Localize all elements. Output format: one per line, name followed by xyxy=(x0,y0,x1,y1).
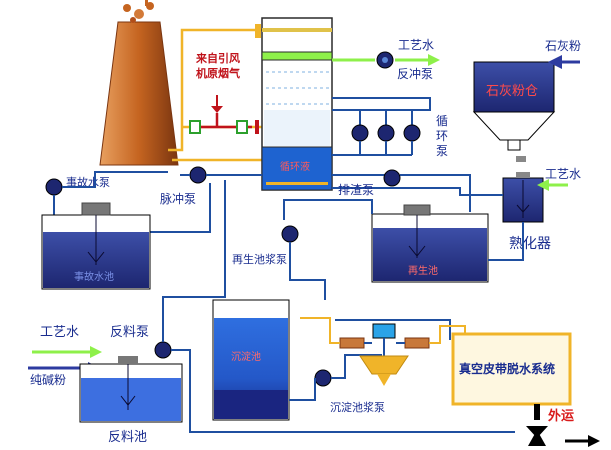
slaker xyxy=(502,172,544,223)
flue-gas-pipe xyxy=(168,28,262,162)
pulse-line xyxy=(150,174,262,233)
circulating-pump-suction xyxy=(332,141,413,156)
process-water-right-arrow xyxy=(537,179,568,191)
sediment-line xyxy=(289,354,382,401)
pulse-pump xyxy=(189,166,207,184)
vacuum-belt-system xyxy=(451,332,572,406)
lime-powder-label: 石灰粉 xyxy=(545,39,581,53)
emergency-pump-label: 事故水泵 xyxy=(66,175,110,189)
vacuum-belt-label: 真空皮带脱水系统 xyxy=(459,361,555,376)
export-label: 外运 xyxy=(547,408,574,424)
sediment-pump xyxy=(314,369,332,387)
emergency-tank-label: 事故水池 xyxy=(74,270,114,283)
circulating-pump-label-1: 循 xyxy=(436,114,448,128)
flue-gas-inlet xyxy=(189,95,259,134)
regen-tank xyxy=(371,204,489,283)
circulating-pump-label-3: 泵 xyxy=(436,144,448,158)
process-water-left-label: 工艺水 xyxy=(40,325,79,340)
slag-line xyxy=(332,174,503,212)
flue-gas-label-line2: 机原烟气 xyxy=(196,66,240,80)
emergency-pump xyxy=(45,178,63,196)
sedimentation-tank-label: 沉淀池 xyxy=(231,350,261,363)
return-pump xyxy=(154,341,172,359)
emergency-line xyxy=(53,171,168,215)
circulating-pumps xyxy=(332,97,431,125)
hydrocyclone xyxy=(339,323,430,386)
regen-pump-label: 再生池浆泵 xyxy=(232,252,287,266)
lime-powder-arrow xyxy=(548,55,580,69)
pulse-pump-label: 脉冲泵 xyxy=(160,191,196,206)
circulating-pump-3 xyxy=(403,124,421,142)
slaker-label: 熟化器 xyxy=(509,236,551,252)
backwash-pump-label: 反冲泵 xyxy=(397,66,433,81)
return-tank xyxy=(79,356,183,423)
backwash-pump xyxy=(376,51,394,69)
flue-gas-label-line1: 来自引风 xyxy=(195,51,240,65)
chimney xyxy=(99,0,179,166)
cyclone-lines xyxy=(335,319,451,344)
return-line xyxy=(162,180,515,433)
soda-ash-label: 纯碱粉 xyxy=(30,373,66,387)
lime-silo xyxy=(472,61,556,162)
regen-overflow xyxy=(283,199,524,261)
circulating-pump-2 xyxy=(377,124,395,142)
process-water-line-top xyxy=(332,54,440,66)
return-pump-label: 反料泵 xyxy=(110,325,149,340)
filtrate-return-line xyxy=(300,317,466,344)
export-marker xyxy=(526,404,600,447)
regen-pump xyxy=(281,225,299,243)
sedimentation-tank xyxy=(212,299,290,421)
circulation-tank-label: 循环液 xyxy=(280,160,310,173)
emergency-tank xyxy=(41,202,151,290)
process-water-top-label: 工艺水 xyxy=(398,38,434,52)
circulating-pump-1 xyxy=(351,124,369,142)
slag-pump xyxy=(383,169,401,187)
sediment-pump-label: 沉淀池浆泵 xyxy=(330,400,385,414)
process-water-right-label: 工艺水 xyxy=(545,167,581,181)
return-tank-label: 反料池 xyxy=(108,430,147,445)
lime-silo-label: 石灰粉仓 xyxy=(486,84,538,99)
regen-tank-label: 再生池 xyxy=(408,264,438,277)
absorber-tower xyxy=(255,17,333,191)
circulating-pump-label-2: 环 xyxy=(436,129,448,143)
process-water-left-arrow xyxy=(32,346,102,358)
slag-pump-label: 排渣泵 xyxy=(338,183,374,197)
regen-pump-line xyxy=(289,242,326,300)
